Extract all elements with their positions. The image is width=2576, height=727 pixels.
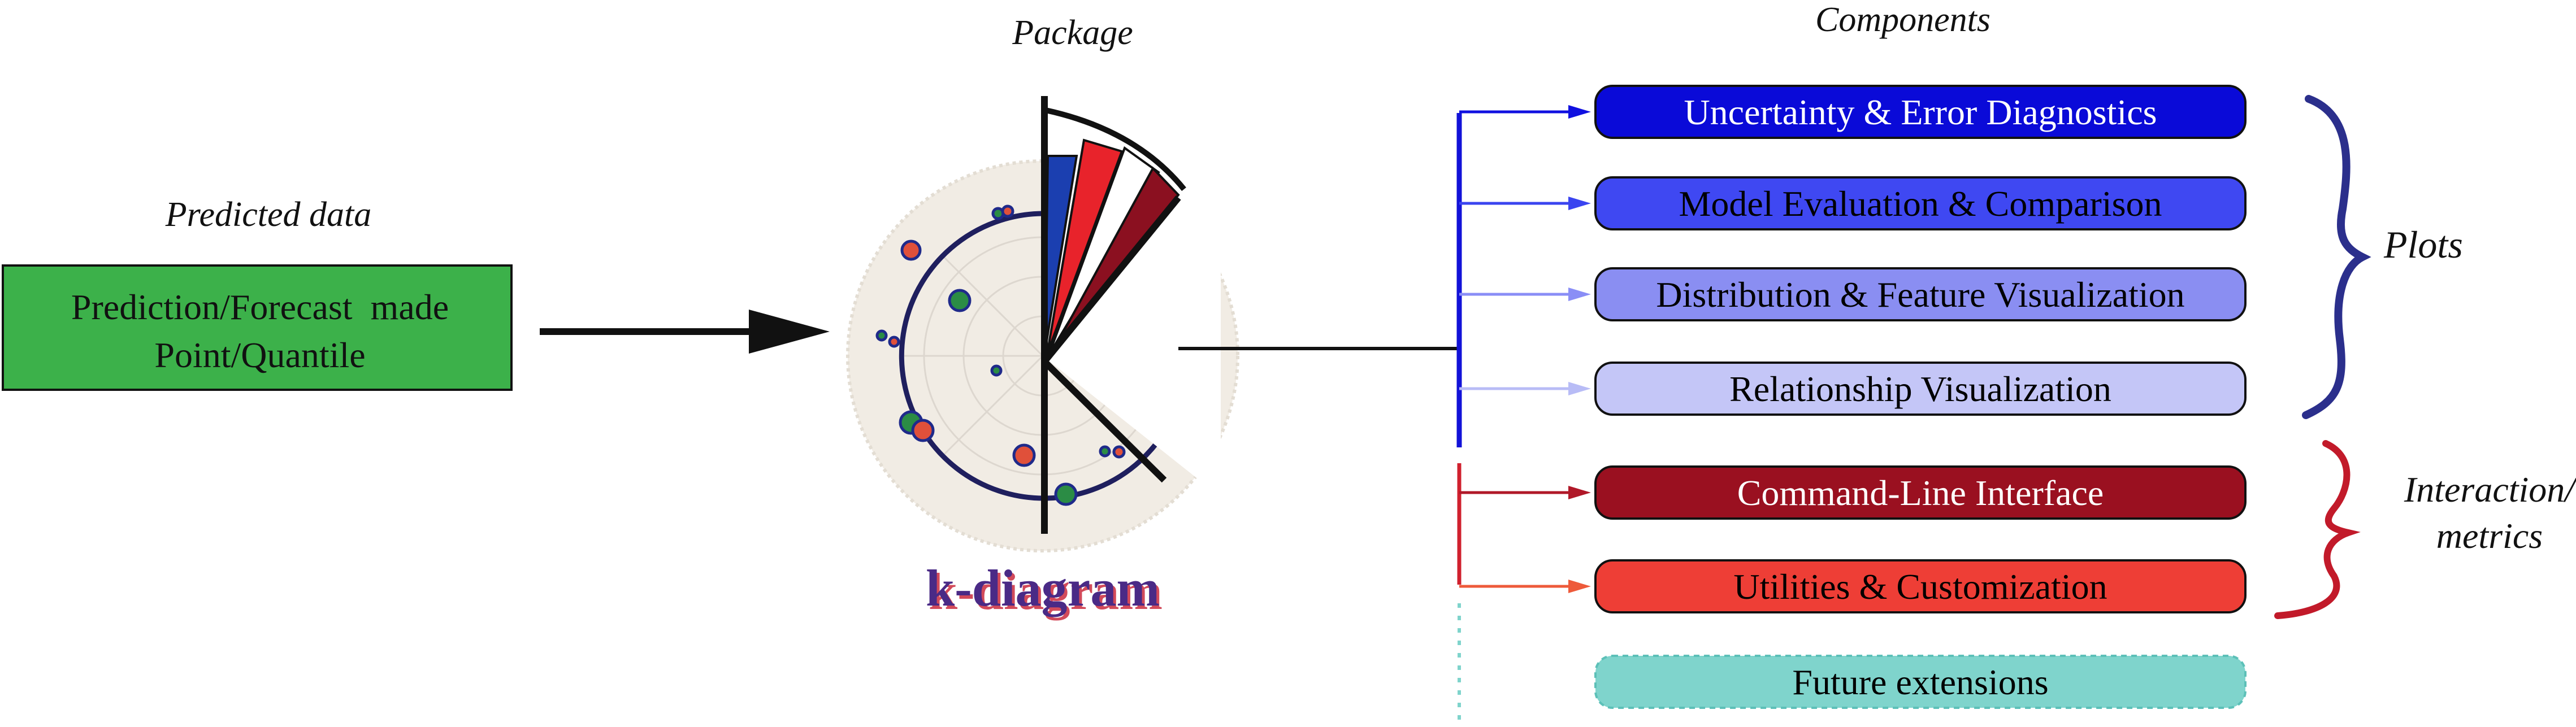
package-name: k-diagram [926,559,1160,617]
input-to-package-arrow-head [749,310,830,354]
component-label-model-evaluation-comparison: Model Evaluation & Comparison [1679,184,2162,224]
logo-point [888,336,900,348]
component-label-command-line-interface: Command-Line Interface [1737,473,2104,513]
component-box-command-line-interface [1594,465,2247,520]
plots-brace [2302,95,2371,419]
component-box-distribution-feature-visualization [1594,267,2247,321]
package-heading: Package [1012,14,1133,52]
component-box-uncertainty-error-diagnostics [1594,85,2247,139]
logo-point [990,364,1003,377]
logo-point [900,240,922,261]
component-label-distribution-feature-visualization: Distribution & Feature Visualization [1656,275,2184,315]
prediction-input-line1: Prediction/Forecast made [71,287,449,327]
logo-diagonal-axis-lower [1042,359,1167,483]
logo-diagonal-axis-upper [1042,195,1181,364]
arrowhead-to-uncertainty-error-diagnostics [1568,105,1591,119]
package-name-shadow: k-diagram [929,563,1163,620]
prediction-input-line2: Point/Quantile [154,335,365,375]
component-box-model-evaluation-comparison [1594,176,2247,230]
logo-outer-arc-top [1044,107,1186,191]
prediction-input-box [2,264,513,391]
component-box-utilities-customization [1594,559,2247,613]
logo-point [1112,445,1126,459]
logo-bar-red [1046,138,1124,354]
logo-point [1012,443,1036,467]
components-heading: Components [1815,1,1990,39]
component-label-utilities-customization: Utilities & Customization [1733,567,2107,607]
logo-points [875,204,1126,506]
predicted-data-heading: Predicted data [165,195,371,234]
logo-point [911,419,935,442]
arrowhead-to-utilities-customization [1568,580,1591,593]
logo-point [1001,204,1014,218]
logo-point [948,289,972,312]
component-box-future-extensions [1594,655,2247,709]
interaction-label-line2: metrics [2436,516,2543,556]
interaction-label-line1: Interaction/ [2404,469,2576,510]
arrowhead-to-distribution-feature-visualization [1568,288,1591,301]
component-label-future-extensions: Future extensions [1792,662,2048,702]
plots-label: Plots [2383,223,2463,266]
arrowhead-to-model-evaluation-comparison [1568,197,1591,210]
logo-point [1054,482,1078,506]
component-box-relationship-visualization [1594,362,2247,416]
component-label-relationship-visualization: Relationship Visualization [1729,369,2111,409]
component-label-uncertainty-error-diagnostics: Uncertainty & Error Diagnostics [1684,92,2157,132]
logo-point [1099,445,1111,458]
arrowhead-to-command-line-interface [1568,486,1591,499]
package-logo [846,85,1239,552]
logo-point [875,329,888,342]
arrowhead-to-relationship-visualization [1568,382,1591,395]
interaction-brace [2274,440,2361,619]
